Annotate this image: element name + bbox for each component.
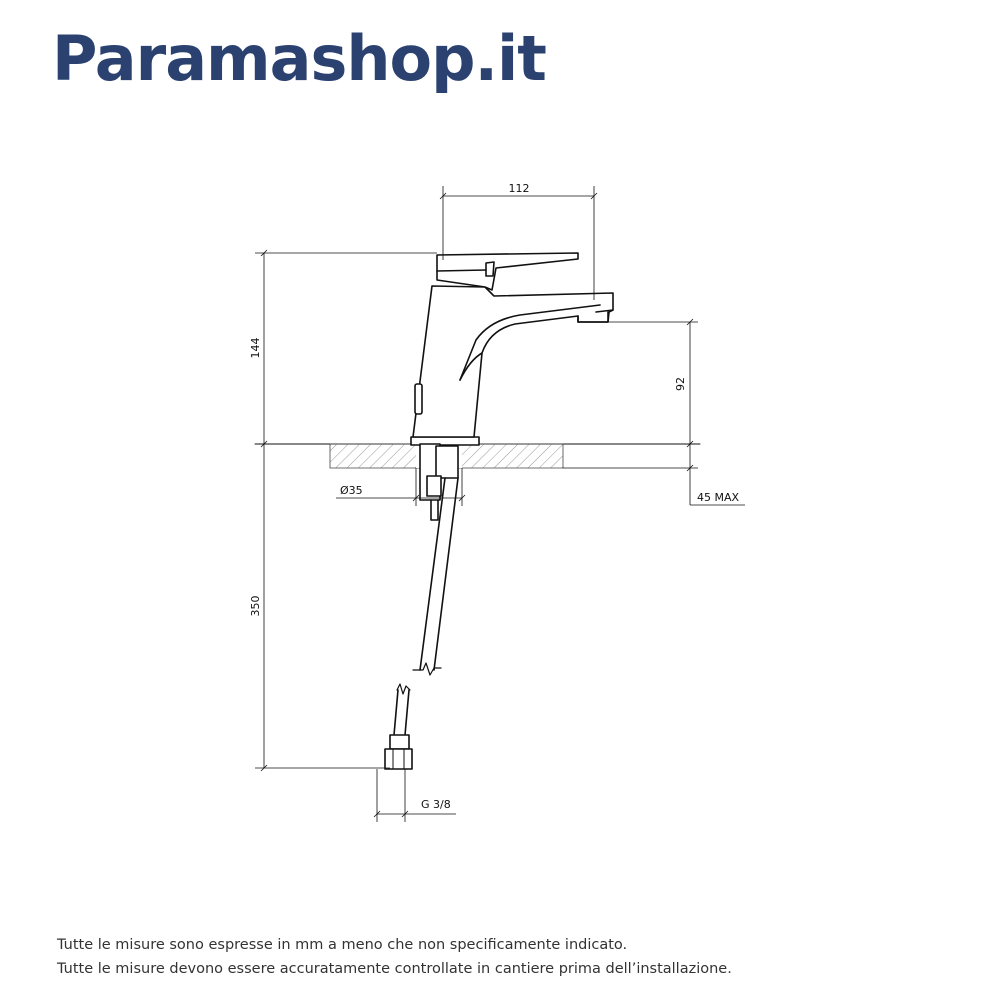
note-line-2: Tutte le misure devono essere accuratame… <box>57 961 732 977</box>
dimension-spout-height <box>609 318 698 448</box>
label-hose-length: 350 <box>249 596 262 617</box>
flex-hose-lower <box>384 683 413 770</box>
dimension-deck-thickness <box>563 444 745 506</box>
dimension-thread <box>373 769 456 822</box>
faucet-body <box>410 285 614 446</box>
fixing-stud <box>419 443 459 501</box>
label-thread: G 3/8 <box>421 798 451 811</box>
dimension-reach <box>439 186 598 300</box>
countertop <box>254 443 701 469</box>
label-reach: 112 <box>509 182 530 195</box>
dimension-hole-diameter <box>336 468 466 506</box>
dimension-hose-length <box>255 444 390 772</box>
notes: Tutte le misure sono espresse in mm a me… <box>57 933 732 981</box>
lever-handle <box>436 252 579 291</box>
note-line-1: Tutte le misure sono espresse in mm a me… <box>57 937 628 953</box>
label-total-height: 144 <box>249 338 262 359</box>
label-deck-thickness: 45 MAX <box>697 491 740 504</box>
label-spout-height: 92 <box>674 377 687 391</box>
flex-hose-upper <box>412 477 459 676</box>
brand-logo: Paramashop.it <box>52 22 547 95</box>
label-hole-diameter: Ø35 <box>340 484 363 497</box>
dimension-total-height <box>255 249 437 448</box>
